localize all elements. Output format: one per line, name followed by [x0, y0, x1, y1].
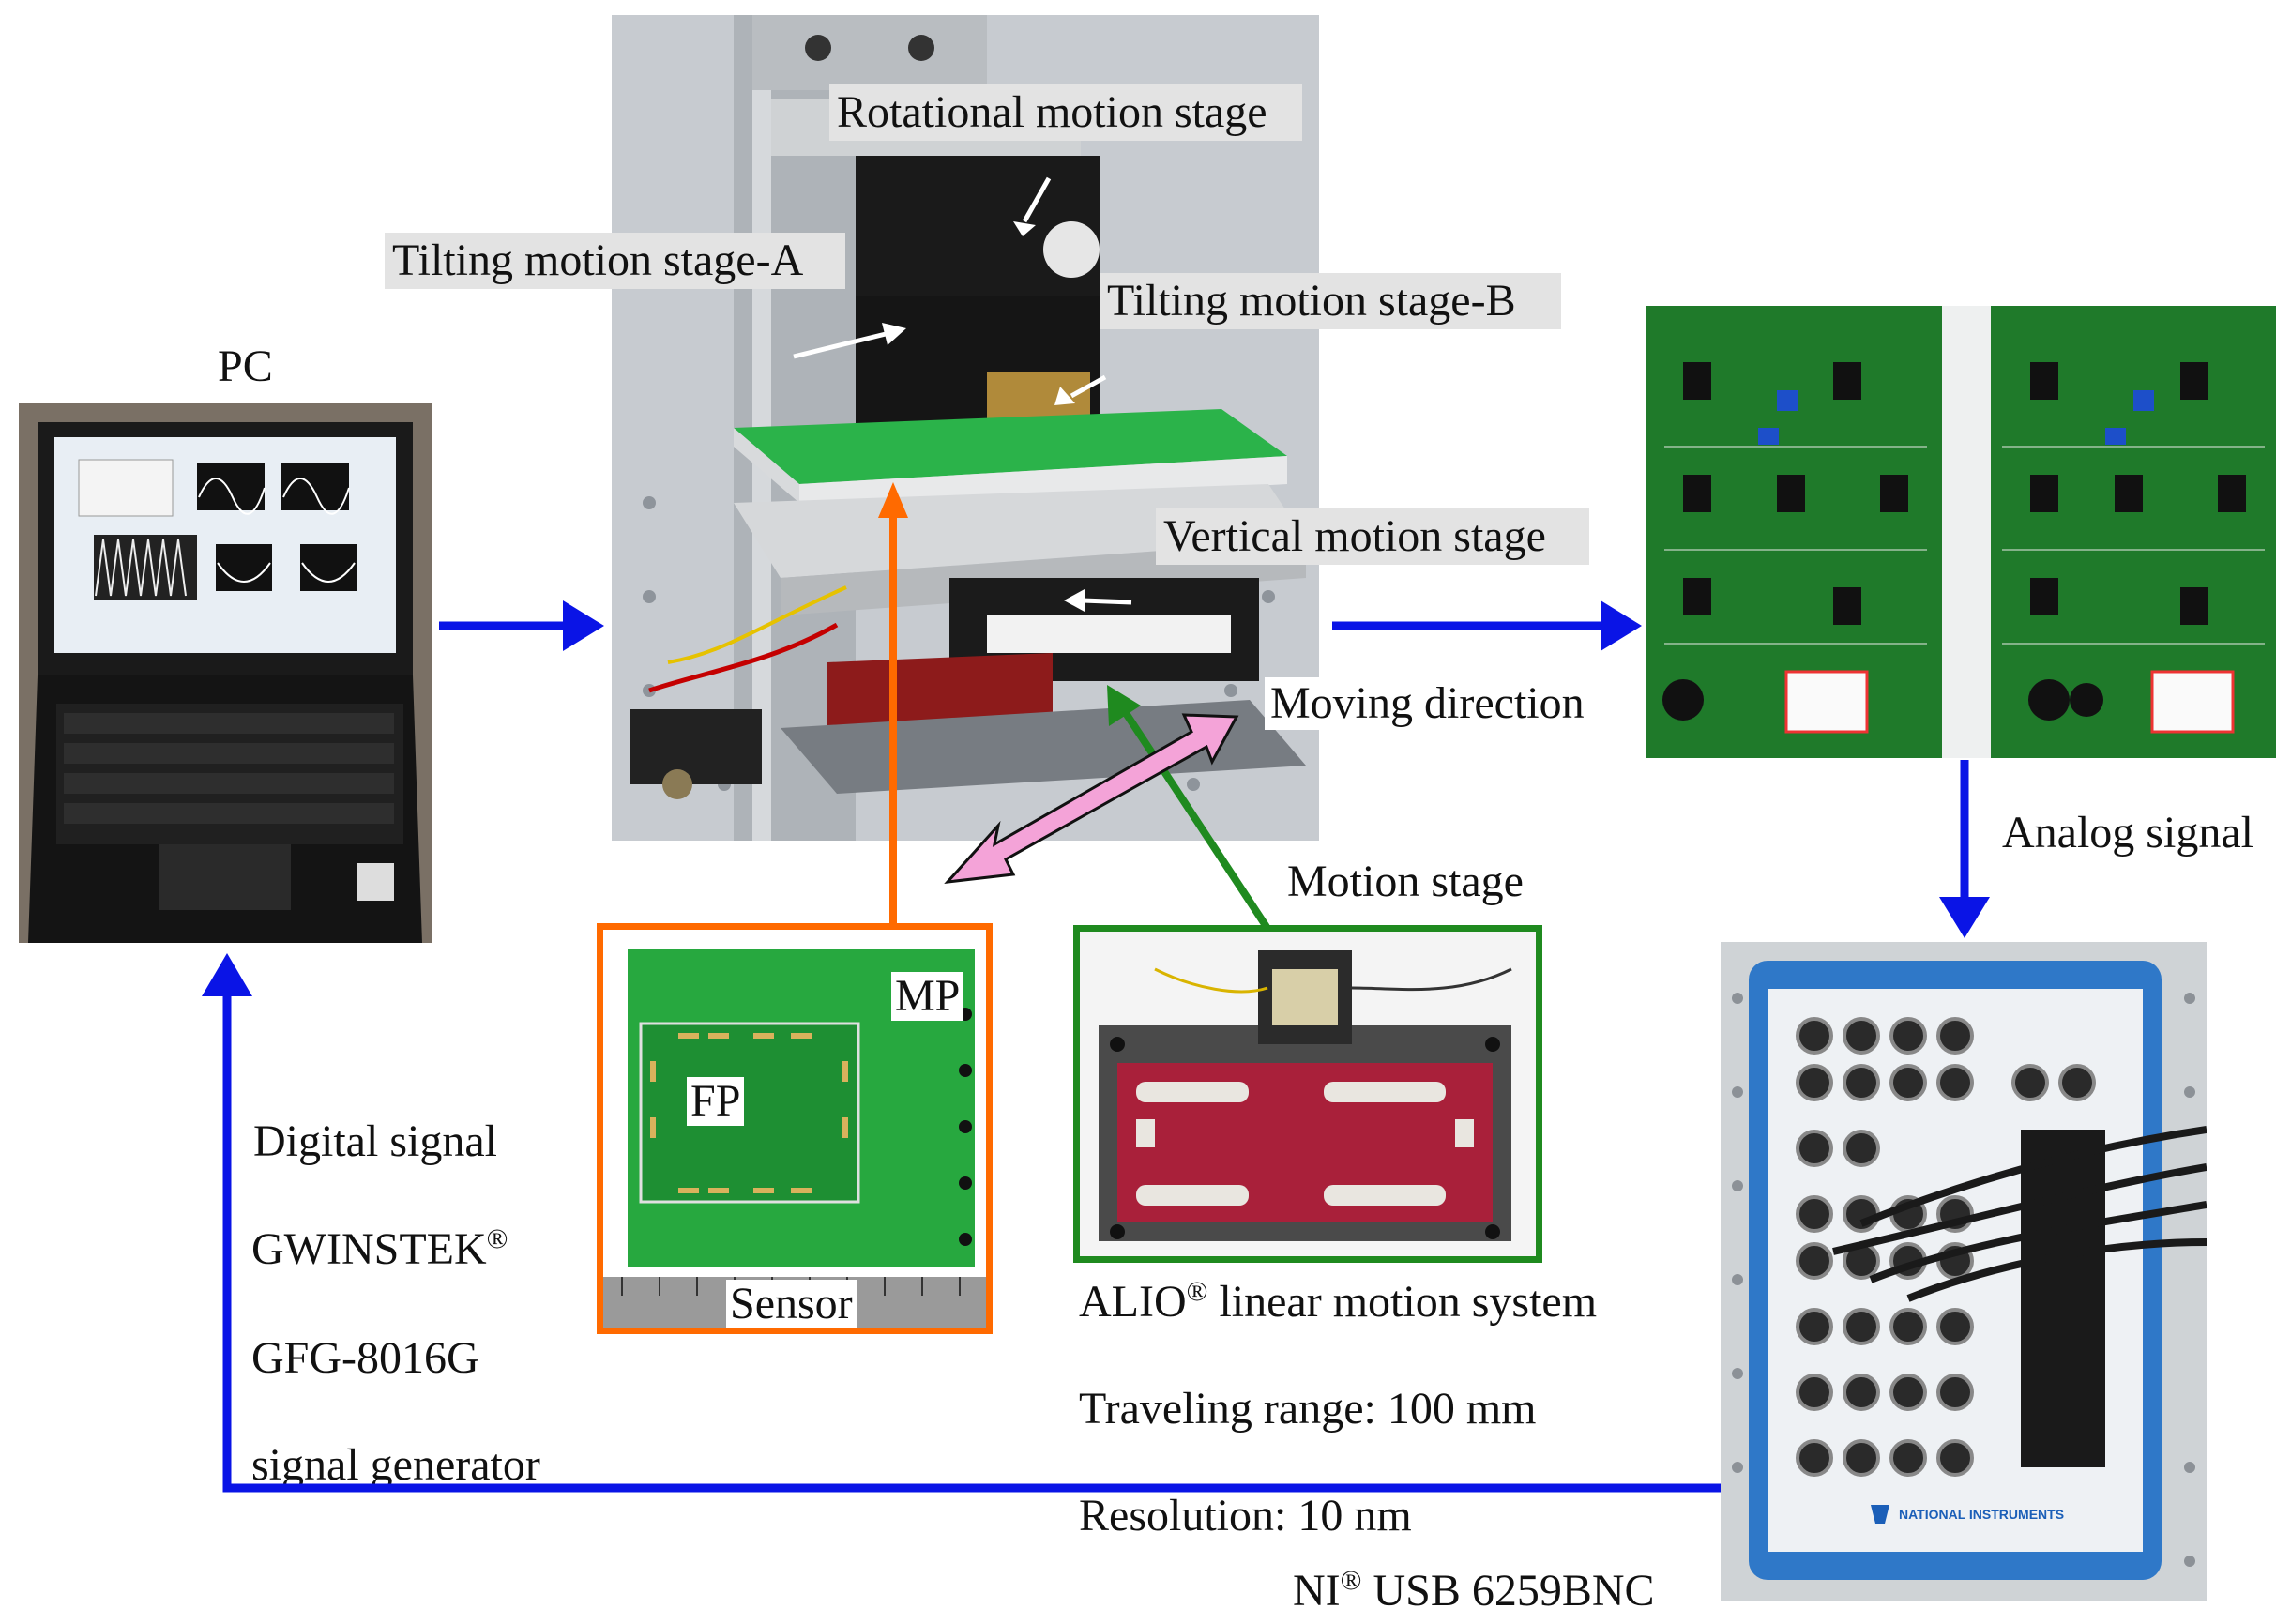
- alio-brand: ALIO: [1079, 1277, 1187, 1327]
- digital-signal-label: Digital signal: [253, 1116, 497, 1166]
- traveling-range-label: Traveling range: 100 mm: [1079, 1384, 1537, 1434]
- arrow-daq-to-pc: [202, 953, 1721, 1493]
- arrow-stage-to-boards: [1332, 600, 1642, 651]
- rotational-stage-label: Rotational motion stage: [829, 84, 1302, 141]
- linear-stage-frame: [1073, 925, 1542, 1263]
- alio-label: ALIO® linear motion system: [1079, 1277, 1598, 1327]
- ni-model: USB 6259BNC: [1361, 1566, 1655, 1616]
- linear-stage-photo: [1080, 932, 1536, 1256]
- pc-label: PC: [218, 341, 273, 391]
- mp-label: MP: [891, 972, 964, 1021]
- gwinstek-registered-mark: ®: [486, 1223, 508, 1254]
- pointer-arrow-tilting-b: [1054, 374, 1107, 405]
- pc-laptop-photo: [19, 403, 432, 943]
- gwinstek-label: GWINSTEK®: [251, 1224, 508, 1274]
- ni-daq-photo: NATIONAL INSTRUMENTS: [1721, 942, 2207, 1601]
- ni-brand: NI: [1293, 1566, 1341, 1616]
- ni-brand-text: NATIONAL INSTRUMENTS: [1899, 1507, 2064, 1522]
- vertical-stage-label: Vertical motion stage: [1156, 508, 1589, 565]
- ni-label: NI® USB 6259BNC: [1293, 1566, 1655, 1616]
- resolution-label: Resolution: 10 nm: [1079, 1491, 1412, 1541]
- pointer-arrow-tilting-a: [793, 323, 906, 359]
- motion-stage-label: Motion stage: [1287, 857, 1524, 906]
- pointer-arrow-rotational: [1013, 176, 1052, 236]
- gfg-model-label: GFG-8016G: [251, 1333, 479, 1383]
- ni-registered-mark: ®: [1340, 1565, 1362, 1596]
- arrow-pc-to-stage: [439, 600, 604, 651]
- arrow-sensor-to-stage: [878, 482, 908, 925]
- signal-generator-label: signal generator: [251, 1440, 540, 1490]
- gwinstek-brand: GWINSTEK: [251, 1224, 487, 1274]
- motion-stage-photo: [612, 15, 1319, 841]
- analog-signal-label: Analog signal: [2002, 808, 2253, 858]
- sensor-frame: [597, 923, 993, 1334]
- tilting-stage-a-label: Tilting motion stage-A: [385, 233, 845, 289]
- alio-description: linear motion system: [1207, 1277, 1598, 1327]
- tilting-stage-b-label: Tilting motion stage-B: [1100, 273, 1561, 329]
- alio-registered-mark: ®: [1186, 1276, 1208, 1307]
- moving-direction-label: Moving direction: [1265, 677, 1590, 730]
- fp-label: FP: [687, 1077, 745, 1126]
- circuit-boards-photo: [1646, 306, 2276, 758]
- sensor-label: Sensor: [726, 1280, 857, 1328]
- pointer-arrow-vertical: [1064, 589, 1132, 612]
- arrow-boards-to-daq: [1939, 760, 1990, 938]
- arrow-linear-stage-to-stage: [1107, 685, 1270, 930]
- moving-direction-double-arrow: [944, 713, 1239, 884]
